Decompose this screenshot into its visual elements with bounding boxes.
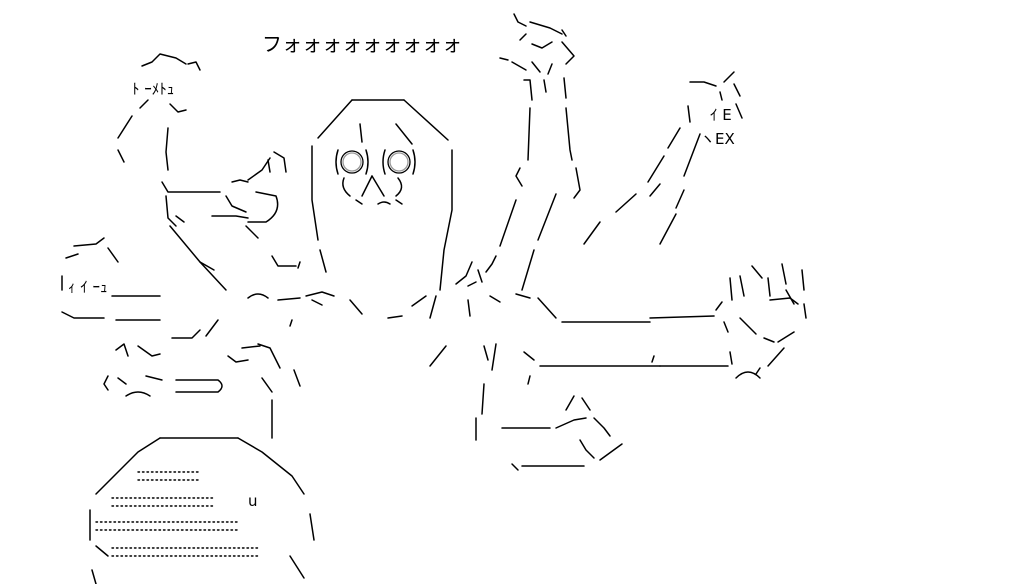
shout-text: フォォォォォォォォォ xyxy=(262,32,462,56)
right-far-arm xyxy=(583,71,743,245)
eyes xyxy=(335,149,416,175)
body-center xyxy=(247,249,501,327)
nose-mouth xyxy=(342,175,403,205)
right-horizontal-arm xyxy=(515,263,807,385)
head-outline xyxy=(311,99,453,291)
foot-mark: u xyxy=(248,492,258,510)
right-upper-arm xyxy=(477,13,581,291)
left-fist-text: ﾄ ｰﾒﾄｭ xyxy=(132,80,175,98)
right-hand-text: ヽEX xyxy=(700,130,735,148)
right-hand-letters: ｲ E xyxy=(710,106,732,124)
left-lower-arm xyxy=(61,237,301,439)
left-hand-text: ｨ ｲ ｰｭ xyxy=(68,278,108,296)
left-upper-arm xyxy=(117,53,301,291)
right-lower-arm xyxy=(429,343,623,471)
lower-left-board xyxy=(89,437,315,584)
